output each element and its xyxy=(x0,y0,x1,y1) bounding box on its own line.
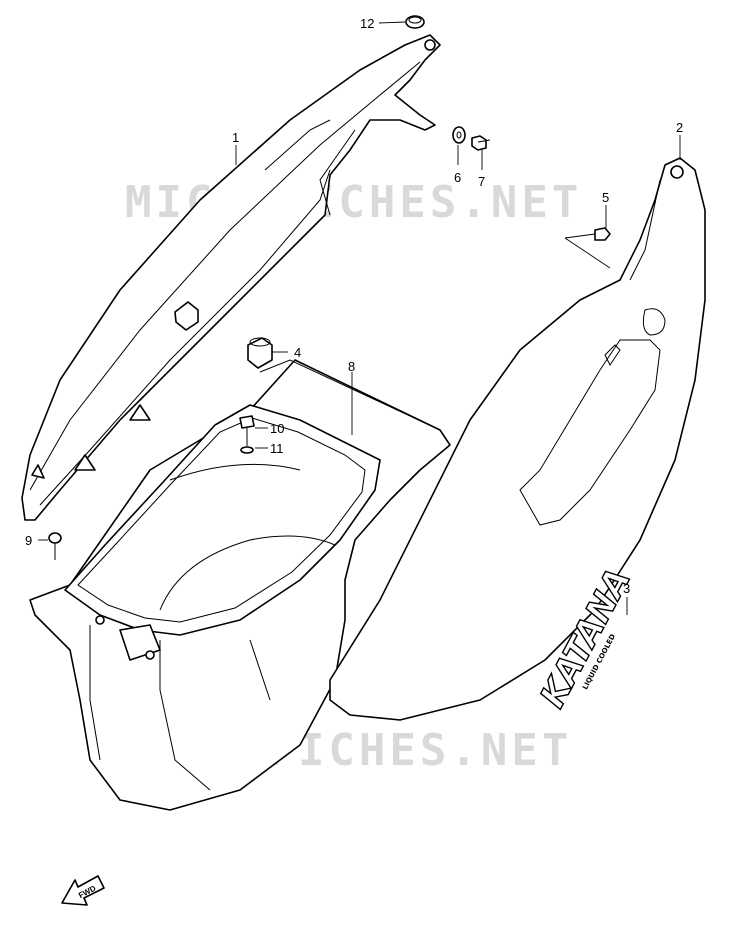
clip xyxy=(174,301,199,331)
part-6-washer xyxy=(452,126,466,144)
callout-8: 8 xyxy=(348,359,355,374)
part-8-luggage-box xyxy=(29,359,451,811)
callout-2: 2 xyxy=(676,120,683,135)
callout-12: 12 xyxy=(360,16,374,31)
part-4-cushion xyxy=(247,337,273,369)
callout-1: 1 xyxy=(232,130,239,145)
callout-labels: 1 2 3 4 5 6 7 8 9 10 11 12 xyxy=(25,16,683,596)
callout-9: 9 xyxy=(25,533,32,548)
callout-3: 3 xyxy=(623,581,630,596)
part-9-screw xyxy=(48,532,62,560)
part-5-screw xyxy=(564,227,611,269)
fwd-arrow-icon: FWD xyxy=(61,875,105,906)
part-10-bolt xyxy=(239,415,255,446)
callout-7: 7 xyxy=(478,174,485,189)
part-12-grommet xyxy=(405,15,425,29)
leader-lines xyxy=(38,21,681,615)
part-7-screw xyxy=(471,135,491,151)
callout-5: 5 xyxy=(602,190,609,205)
callout-11: 11 xyxy=(270,441,284,456)
part-2-side-cover xyxy=(329,157,706,721)
callout-6: 6 xyxy=(454,170,461,185)
part-11-washer xyxy=(240,446,254,454)
callout-10: 10 xyxy=(270,421,284,436)
part-1-frame-cover xyxy=(21,34,441,521)
callout-4: 4 xyxy=(294,345,301,360)
